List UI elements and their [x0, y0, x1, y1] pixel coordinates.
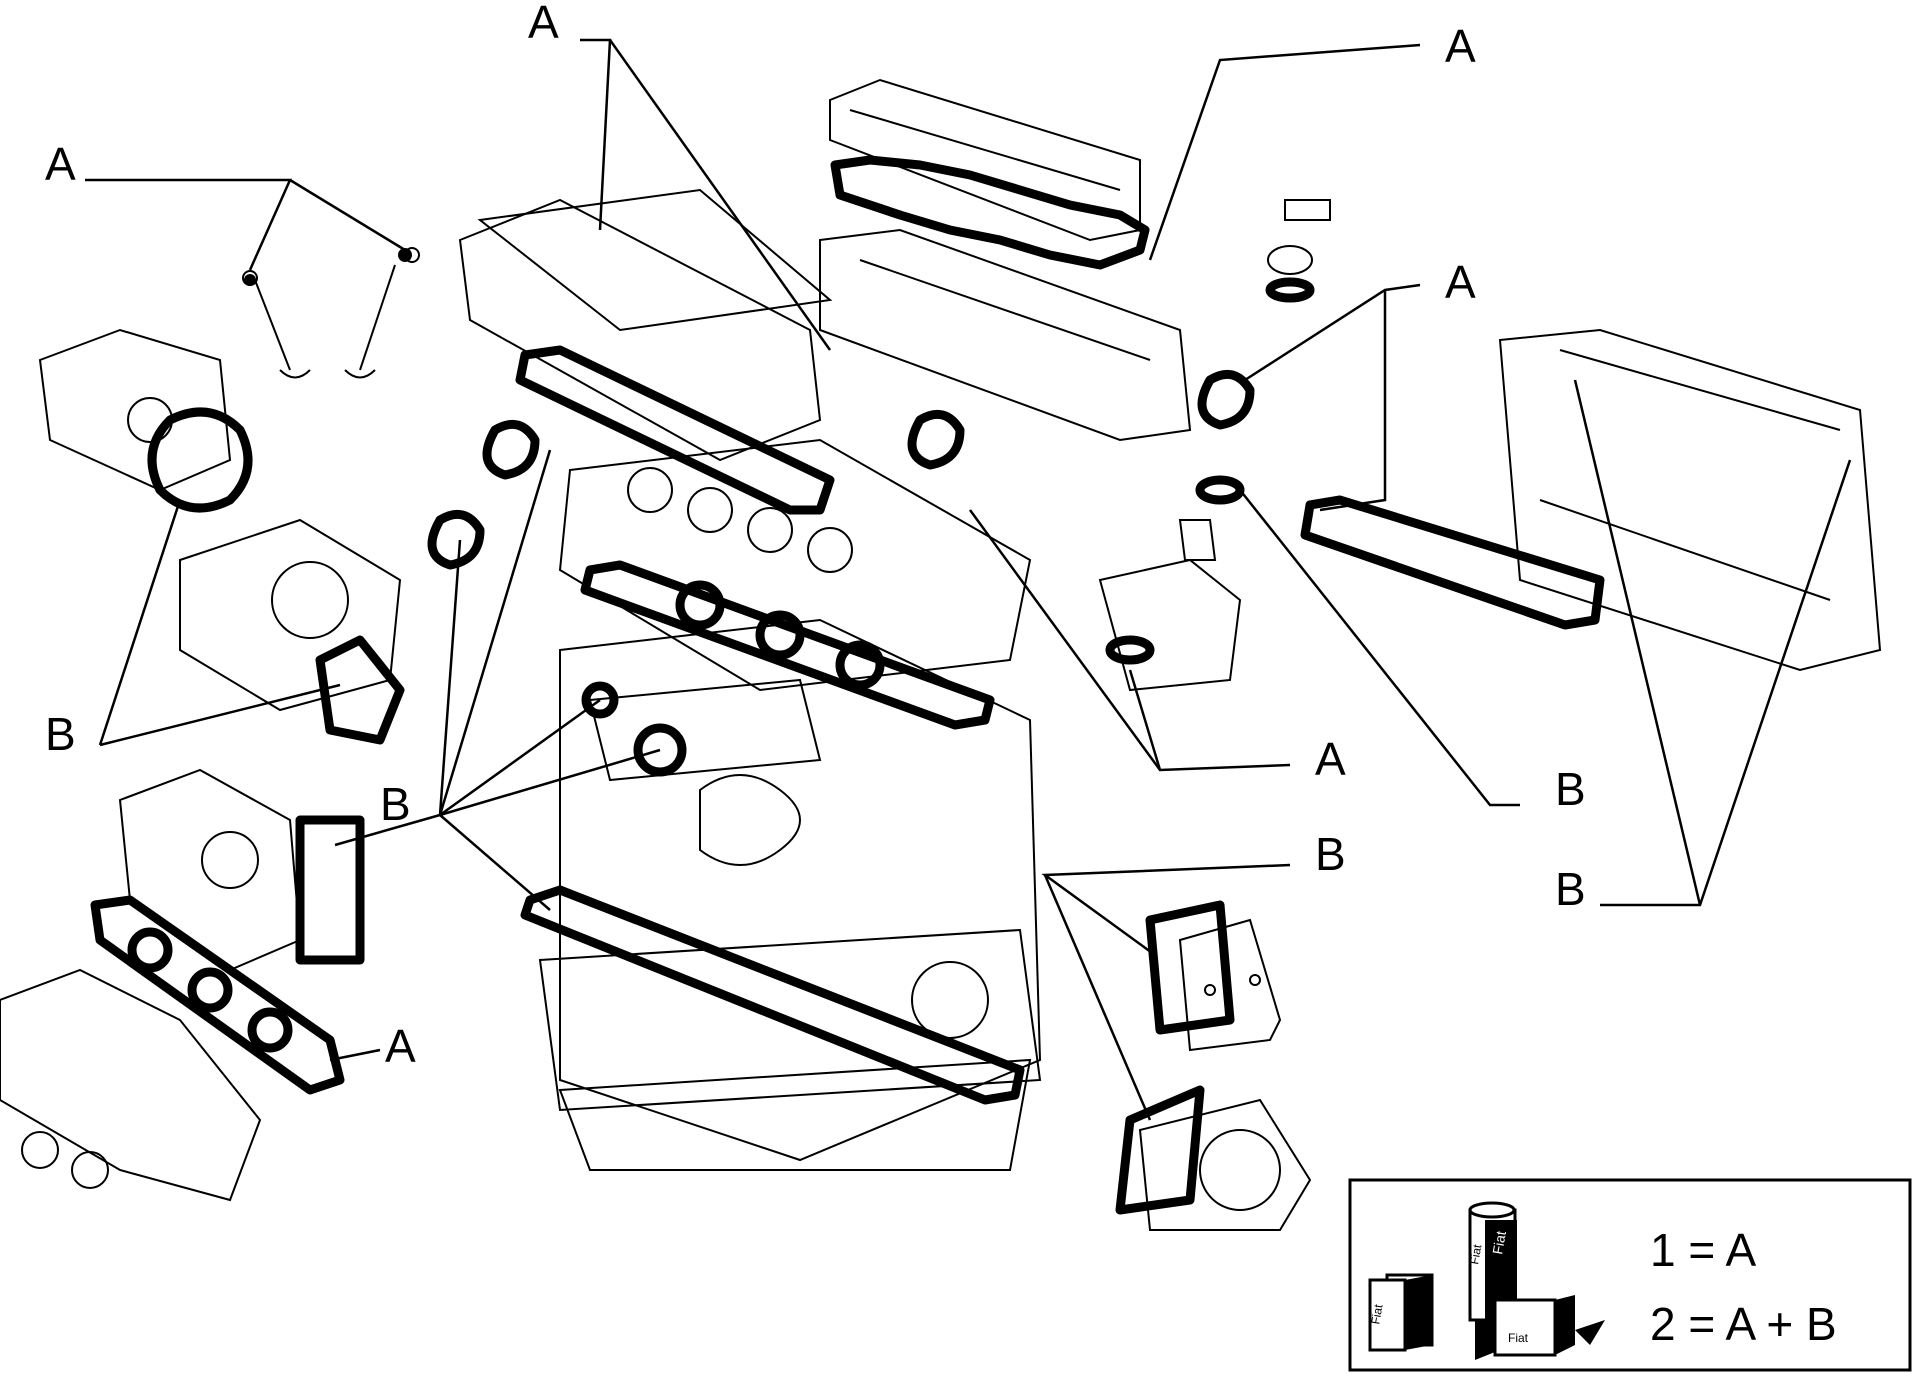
camshaft-housing	[458, 188, 833, 462]
exhaust-manifold-left	[0, 968, 262, 1202]
legend-frame	[1348, 1178, 1912, 1372]
callout-b-thermostat: B	[1555, 763, 1586, 815]
exhaust-gasket-left	[90, 895, 345, 1095]
callout-b-water-pump: B	[45, 708, 76, 760]
callout-a-valve-seals: A	[45, 138, 76, 190]
callout-labels: A A A A A A B B B B B	[45, 0, 1586, 1072]
head-gasket	[580, 560, 995, 730]
callout-b-intake-manifold: B	[1555, 863, 1586, 915]
callout-a-cap-seal: A	[1445, 256, 1476, 308]
leader-lines	[85, 38, 1852, 1121]
callout-a-exhaust-manifold: A	[385, 1020, 416, 1072]
pkg-label-3: Fiat	[1489, 1230, 1509, 1256]
pkg-label-1: Fiat	[1368, 1303, 1385, 1326]
intake-gasket-right	[1300, 495, 1605, 630]
callout-b-center-right: B	[1315, 828, 1346, 880]
pkg-label-2: Fiat	[1467, 1243, 1484, 1266]
intake-plenum-upper	[819, 228, 1192, 442]
thermostat-housing-left	[118, 768, 302, 972]
cover-plate-gasket	[1145, 900, 1235, 1035]
thermostat-right	[1098, 519, 1242, 692]
legend-line-1: 1 = A	[1650, 1224, 1756, 1276]
callout-a-top-head-gasket: A	[528, 0, 559, 48]
sump-gasket	[520, 885, 1025, 1105]
callout-a-cover-gasket: A	[1445, 20, 1476, 72]
callout-b-center-left: B	[380, 778, 411, 830]
cam-housing-gasket	[515, 345, 835, 515]
rear-main-seal-carrier	[1138, 1098, 1312, 1231]
legend-line-2: 2 = A + B	[1650, 1298, 1837, 1350]
oil-pump-gasket	[315, 635, 405, 745]
rear-seal-gasket	[1115, 1085, 1205, 1215]
kit-legend: Fiat Fiat Fiat Fiat 1 = A 2 = A + B	[1348, 1178, 1912, 1372]
water-pump-gasket	[147, 407, 253, 513]
gaskets	[90, 155, 1605, 1215]
oil-pump-body	[179, 518, 402, 712]
engine-block	[538, 618, 1042, 1171]
cap-and-clip	[1267, 199, 1331, 275]
valves	[242, 247, 420, 379]
gasket-kit-packages-icon: Fiat Fiat Fiat Fiat	[1368, 1201, 1605, 1360]
callout-a-lower-right: A	[1315, 733, 1346, 785]
cover-plate	[1178, 918, 1282, 1052]
intake-manifold-right	[1498, 328, 1882, 672]
cylinder-head	[558, 438, 1032, 692]
pkg-label-4: Fiat	[1508, 1331, 1529, 1345]
rocker-cover-gasket	[830, 155, 1150, 270]
